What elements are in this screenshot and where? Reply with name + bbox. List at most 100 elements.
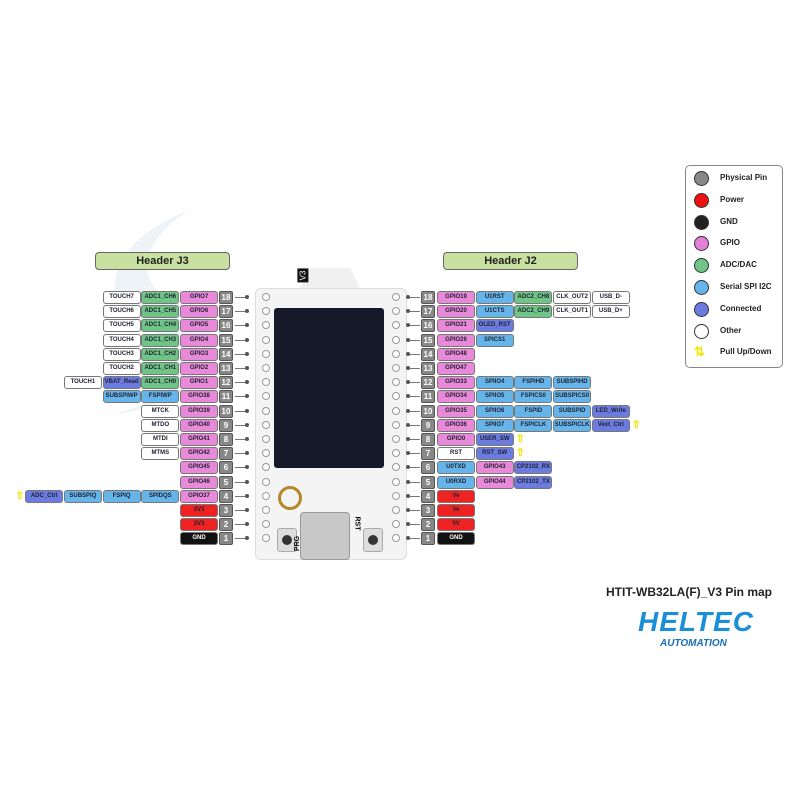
left-pin-gpio-label: GPIO46 [180,475,218,489]
pull-up-down-arrow-icon: ⇅ [694,344,705,360]
left-pin-serial-label: SUBSPIQ [63,489,102,503]
left-pin-gpio-label: GPIO7 [180,291,218,304]
header-hole [262,378,270,387]
left-physical-pin: 18 [219,291,233,304]
left-pin-gnd-label: GND [180,532,218,546]
rst-button[interactable] [363,528,383,552]
right-pin-dot [406,295,410,299]
legend-swatch-icon [694,301,709,317]
left-pin-gpio-label: GPIO5 [180,319,218,333]
right-physical-pin: 16 [421,319,435,333]
right-pin-serial-label: SUBSPICLK [553,418,592,432]
left-physical-pin: 9 [219,418,233,432]
header-hole [262,349,270,358]
left-pin-dot [245,380,249,385]
left-physical-pin: 6 [219,461,233,475]
right-pin-lead [408,410,420,412]
legend-label: GPIO [720,238,741,248]
right-pin-connected-label: OLED_RST [475,319,514,333]
legend-label: Pull Up/Down [720,347,772,357]
right-physical-pin: 13 [421,362,435,375]
left-pin-serial-label: FSPIWP [141,390,180,404]
right-physical-pin: 11 [421,390,435,404]
right-physical-pin: 18 [421,291,435,304]
header-hole [392,293,400,301]
left-pin-lead [235,396,247,398]
header-hole [262,321,270,330]
legend-swatch-icon [694,280,709,295]
left-pin-lead [235,481,247,483]
right-pin-dot [406,309,410,314]
left-pin-lead [235,353,247,355]
left-pin-gpio-label: GPIO38 [180,390,218,404]
left-pin-serial-label: SPIDQS [141,489,180,503]
left-pin-other-label: TOUCH2 [102,362,141,375]
right-pin-other-label: USB_D+ [591,305,630,319]
right-pin-lead [408,368,420,369]
left-pin-dot [245,295,249,299]
right-pin-serial-label: FSPICS0 [514,390,553,404]
right-pin-dot [406,408,410,413]
right-pin-lead [408,524,420,526]
header-hole [262,534,270,543]
right-physical-pin: 1 [421,532,435,546]
right-pin-power-label: Ve [437,489,475,503]
left-pin-dot [245,536,249,541]
right-pin-serial-label: FSPID [514,404,553,418]
prg-label: PRG [294,535,302,552]
right-pin-gpio-label: GPIO21 [437,319,475,333]
right-pin-dot [406,508,410,512]
right-pin-serial-label: U0RXD [437,475,475,489]
right-pin-lead [408,311,420,313]
left-pin-connected-label: VBAT_Read [102,376,141,390]
right-pin-adc-label: ADC2_CH9 [514,305,553,319]
left-pin-other-label: MTMS [141,447,180,461]
legend-swatch-icon [694,236,709,252]
header-hole [392,406,400,415]
left-pin-adc-label: ADC1_CH4 [141,319,180,333]
left-pin-gpio-label: GPIO42 [180,447,218,461]
left-pin-adc-label: ADC1_CH0 [141,376,180,390]
left-pin-other-label: TOUCH5 [102,319,141,333]
header-hole [392,364,400,372]
header-hole [262,335,270,344]
right-pin-connected-label: CP2102_TX [514,475,553,489]
left-pin-lead [235,325,247,327]
header-hole [392,378,400,387]
header-hole [262,435,270,443]
left-pin-dot [245,408,249,413]
header-hole [262,406,270,415]
header-hole [392,520,400,529]
left-pin-dot [245,366,249,370]
right-pin-other-label: CLK_OUT2 [553,291,592,304]
right-pin-dot [406,366,410,370]
prg-button[interactable] [277,528,297,552]
right-pin-other-label: RST [437,447,475,461]
right-pin-gnd-label: GND [437,532,475,546]
left-pin-lead [235,424,247,426]
header-j3-label: Header J3 [95,252,230,270]
right-pin-lead [408,439,420,440]
right-pin-dot [406,479,410,484]
right-pin-lead [408,382,420,384]
right-physical-pin: 2 [421,518,435,532]
left-pin-adc-label: ADC1_CH2 [141,347,180,361]
header-hole [392,420,400,429]
legend-label: Power [720,194,745,204]
header-hole [392,349,400,358]
right-pin-dot [406,351,410,356]
left-pin-gpio-label: GPIO4 [180,333,218,347]
right-pin-dot [406,437,410,441]
right-pin-gpio-label: GPIO43 [475,461,514,475]
left-pin-other-label: MTDI [141,433,180,446]
usb-c-port[interactable] [300,512,350,560]
right-pin-connected-label: LED_Write [591,404,630,418]
left-pin-gpio-label: GPIO2 [180,362,218,375]
right-pin-lead [408,495,420,497]
right-pin-power-label: 5V [437,518,475,532]
left-pin-power-label: 3V3 [180,518,218,532]
right-pin-connected-label: USER_SW [475,433,514,446]
right-pin-gpio-label: GPIO36 [437,418,475,432]
header-hole [392,435,400,443]
